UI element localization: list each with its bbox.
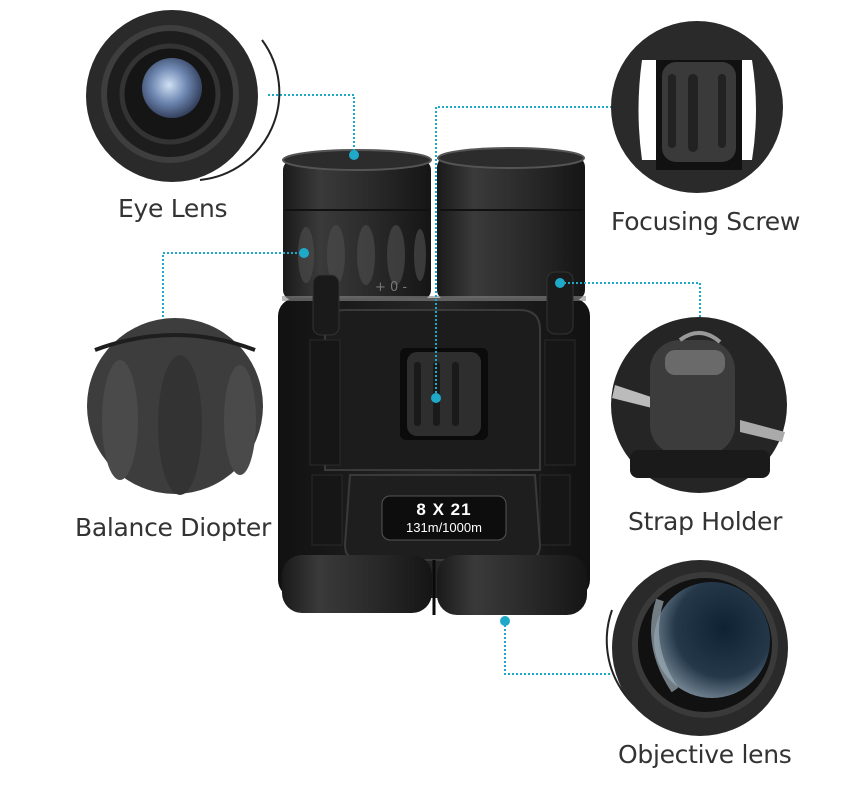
label-objective-lens: Objective lens	[618, 740, 792, 769]
magnification-text: 8 X 21	[416, 500, 472, 519]
balance-diopter-inset	[87, 318, 263, 495]
label-focusing-screw: Focusing Screw	[611, 207, 800, 236]
label-strap-holder: Strap Holder	[628, 507, 783, 536]
callout-connectors	[162, 94, 701, 675]
field-of-view-text: 131m/1000m	[406, 520, 482, 535]
right-eyepiece	[437, 147, 585, 300]
label-eye-lens: Eye Lens	[118, 194, 228, 223]
binocular-body	[278, 271, 590, 615]
svg-text:+ 0 -: + 0 -	[375, 280, 407, 295]
callout-dots	[299, 150, 565, 626]
focusing-screw-inset	[611, 21, 783, 193]
strap-holder-inset	[611, 317, 787, 493]
objective-lens-inset	[605, 560, 788, 736]
left-eyepiece: + 0 -	[282, 149, 432, 300]
label-balance-diopter: Balance Diopter	[75, 513, 271, 542]
eye-lens-inset	[86, 10, 281, 182]
